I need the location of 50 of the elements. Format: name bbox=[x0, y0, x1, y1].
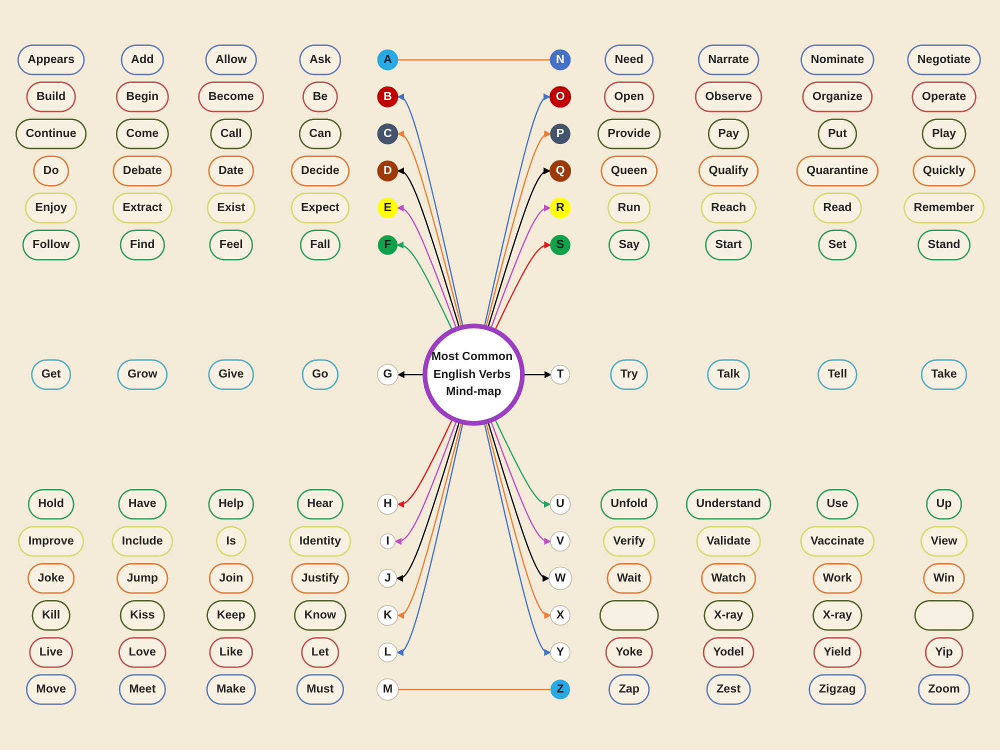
arrow bbox=[397, 372, 425, 378]
node-circle: E bbox=[378, 198, 398, 218]
node-circle: P bbox=[550, 124, 570, 144]
arrow bbox=[494, 242, 552, 332]
arrow bbox=[396, 204, 458, 330]
node-circle: O bbox=[550, 86, 572, 108]
node-circle: D bbox=[377, 160, 398, 182]
arrow bbox=[487, 421, 550, 582]
node-circle: W bbox=[548, 566, 572, 590]
node-circle: Most Common English Verbs Mind-map bbox=[422, 324, 525, 426]
arrow bbox=[487, 168, 551, 329]
node-circle: Z bbox=[550, 680, 570, 700]
node-circle: K bbox=[377, 605, 398, 626]
node-circle: Q bbox=[550, 160, 572, 182]
node-circle: N bbox=[550, 50, 571, 71]
node-circle: M bbox=[376, 678, 399, 701]
connector bbox=[398, 60, 550, 61]
arrow bbox=[397, 422, 462, 620]
arrow bbox=[396, 421, 460, 582]
arrow bbox=[485, 422, 552, 620]
node-circle: B bbox=[377, 86, 398, 108]
node-circle: V bbox=[550, 532, 570, 552]
arrow bbox=[485, 130, 552, 328]
node-circle: I bbox=[380, 534, 396, 550]
arrow bbox=[397, 168, 460, 329]
node-circle: U bbox=[550, 494, 571, 516]
node-circle: S bbox=[550, 235, 570, 256]
arrow bbox=[396, 242, 454, 332]
connector bbox=[398, 689, 551, 690]
arrow bbox=[397, 418, 454, 508]
node-circle: A bbox=[377, 50, 398, 71]
node-circle: C bbox=[377, 124, 398, 145]
node-circle: J bbox=[378, 569, 398, 588]
arrow bbox=[484, 94, 551, 328]
arrow bbox=[490, 204, 551, 330]
node-circle: R bbox=[550, 198, 571, 219]
node-circle: F bbox=[378, 236, 398, 256]
node-circle: X bbox=[550, 606, 570, 626]
node-circle: T bbox=[550, 365, 570, 385]
node-circle: G bbox=[376, 364, 398, 386]
arrow bbox=[396, 422, 464, 656]
arrow bbox=[397, 94, 464, 328]
arrow bbox=[494, 418, 551, 508]
node-circle: Y bbox=[550, 642, 570, 663]
arrow bbox=[397, 130, 462, 328]
arrow bbox=[490, 420, 552, 546]
arrow bbox=[484, 422, 552, 656]
node-circle: H bbox=[377, 494, 398, 516]
node-circle: L bbox=[378, 642, 398, 663]
arrow bbox=[394, 420, 458, 546]
